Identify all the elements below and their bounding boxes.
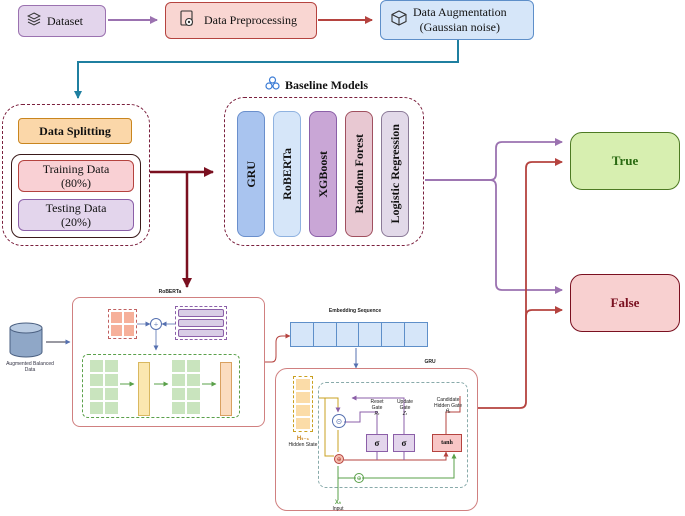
roberta-detail-panel [72, 297, 265, 427]
splitting-container [2, 104, 150, 246]
input-symbol: Xₜ [334, 500, 342, 506]
augmentation-sublabel: (Gaussian noise) [419, 20, 500, 34]
testing-percent: (20%) [61, 215, 91, 229]
arrow-baseline-to-false [425, 179, 563, 294]
augmented-data-label: Augmented Balanced Data [6, 361, 54, 373]
model-roberta[interactable]: RoBERTa [273, 111, 301, 237]
encoder-bar-right [220, 362, 232, 416]
roberta-add-node: + [150, 318, 162, 330]
baseline-title: Baseline Models [265, 76, 368, 94]
arrow-baseline-to-true [425, 138, 563, 181]
augmentation-label: Data Augmentation [413, 5, 507, 19]
reset-multiply-node: ⊙ [332, 414, 346, 428]
gru-cell-region [318, 382, 468, 488]
encoder-bar-left [138, 362, 150, 416]
model-gru-label: GRU [243, 160, 258, 188]
model-logistic-regression[interactable]: Logistic Regression [381, 111, 409, 237]
embedding-sequence [290, 322, 428, 347]
input-label: Xₜ Input [322, 500, 354, 513]
gear-document-icon [178, 9, 196, 32]
model-roberta-label: RoBERTa [279, 148, 294, 200]
reset-gate-sigma: σ [366, 434, 388, 452]
database-icon [8, 322, 44, 360]
augmentation-box[interactable]: Data Augmentation (Gaussian noise) [380, 0, 534, 40]
split-subset-group [11, 154, 141, 238]
splitting-title: Data Splitting [18, 118, 132, 144]
model-logistic-regression-label: Logistic Regression [387, 124, 402, 224]
arrow-gru-to-false [525, 306, 563, 320]
roberta-position-stack [175, 306, 227, 340]
roberta-detail-title: RoBERTa [140, 289, 200, 296]
dataset-label: Dataset [47, 13, 83, 28]
preprocessing-label: Data Preprocessing [204, 13, 297, 27]
baseline-container [224, 97, 424, 246]
dataset-box[interactable]: Dataset [18, 5, 106, 37]
gru-detail-title: GRU [415, 359, 445, 366]
candidate-tanh: tanh [432, 434, 462, 452]
cube-icon [391, 10, 407, 30]
model-gru[interactable]: GRU [237, 111, 265, 237]
gru-detail-panel [275, 368, 478, 511]
update-gate-sigma: σ [393, 434, 415, 452]
arrow-gru-to-true [478, 158, 563, 409]
testing-data-box[interactable]: Testing Data (20%) [18, 199, 134, 231]
hidden-state-label: Hₜ₋₁ Hidden State [280, 436, 326, 449]
embedding-title: Embedding Sequence [328, 308, 382, 314]
hidden-symbol: Hₜ₋₁ [296, 436, 310, 442]
hidden-update-node: ⊕ [334, 454, 344, 464]
model-random-forest-label: Random Forest [351, 134, 366, 214]
testing-label: Testing Data [45, 200, 107, 215]
false-output-box[interactable]: False [570, 274, 680, 332]
model-cluster-icon [265, 76, 280, 94]
true-output-box[interactable]: True [570, 132, 680, 190]
preprocessing-box[interactable]: Data Preprocessing [165, 2, 317, 39]
roberta-encoder-block [82, 354, 240, 418]
model-xgboost[interactable]: XGBoost [309, 111, 337, 237]
layers-icon [26, 12, 42, 30]
arrow-roberta-to-embedding [265, 333, 291, 363]
training-data-box[interactable]: Training Data (80%) [18, 160, 134, 192]
model-xgboost-label: XGBoost [315, 150, 330, 198]
false-label: False [610, 295, 640, 310]
encoder-grid-right [172, 360, 200, 414]
model-random-forest[interactable]: Random Forest [345, 111, 373, 237]
arrow-augmentation-to-splitting [74, 40, 459, 99]
training-percent: (80%) [61, 176, 91, 190]
hidden-state-stack [293, 376, 313, 432]
true-label: True [611, 153, 639, 168]
roberta-token-grid [108, 309, 137, 339]
encoder-grid-left [90, 360, 118, 414]
training-label: Training Data [42, 161, 110, 176]
input-add-node: ⊕ [354, 473, 364, 483]
